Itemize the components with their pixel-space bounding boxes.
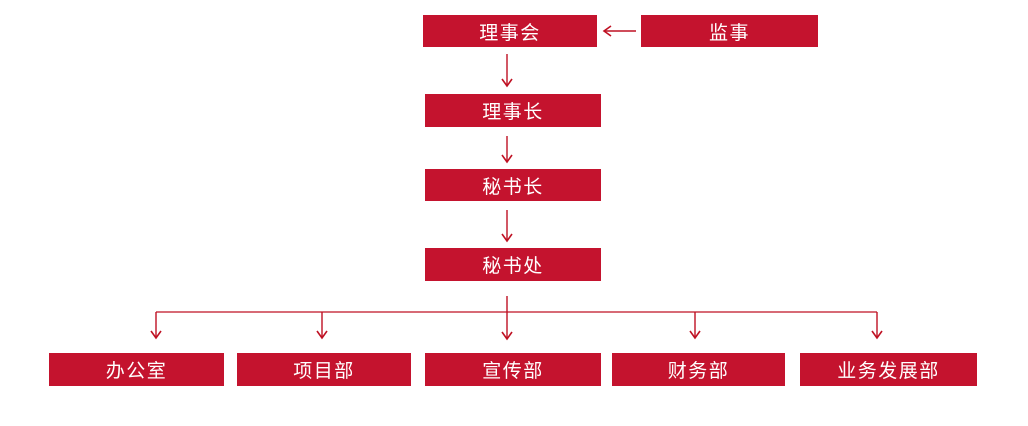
node-publicity-department-label: 宣传部 xyxy=(482,361,544,382)
node-chairman-label: 理事长 xyxy=(482,102,544,123)
node-finance-department: 财务部 xyxy=(612,353,785,386)
node-supervisor: 监事 xyxy=(641,15,818,47)
node-office: 办公室 xyxy=(49,353,224,386)
node-office-label: 办公室 xyxy=(105,361,168,382)
node-secretariat: 秘书处 xyxy=(425,248,601,281)
node-project-department-label: 项目部 xyxy=(293,361,355,382)
node-secretariat-label: 秘书处 xyxy=(482,256,544,277)
node-business-development-department: 业务发展部 xyxy=(800,353,977,386)
node-business-development-department-label: 业务发展部 xyxy=(837,361,940,382)
node-project-department: 项目部 xyxy=(237,353,411,386)
node-supervisor-label: 监事 xyxy=(708,22,750,44)
node-chairman: 理事长 xyxy=(425,94,601,127)
node-publicity-department: 宣传部 xyxy=(425,353,601,386)
node-secretary-general: 秘书长 xyxy=(425,169,601,201)
node-secretary-general-label: 秘书长 xyxy=(482,176,544,198)
node-board-of-directors: 理事会 xyxy=(423,15,597,47)
node-board-of-directors-label: 理事会 xyxy=(479,22,541,44)
node-finance-department-label: 财务部 xyxy=(667,361,730,382)
